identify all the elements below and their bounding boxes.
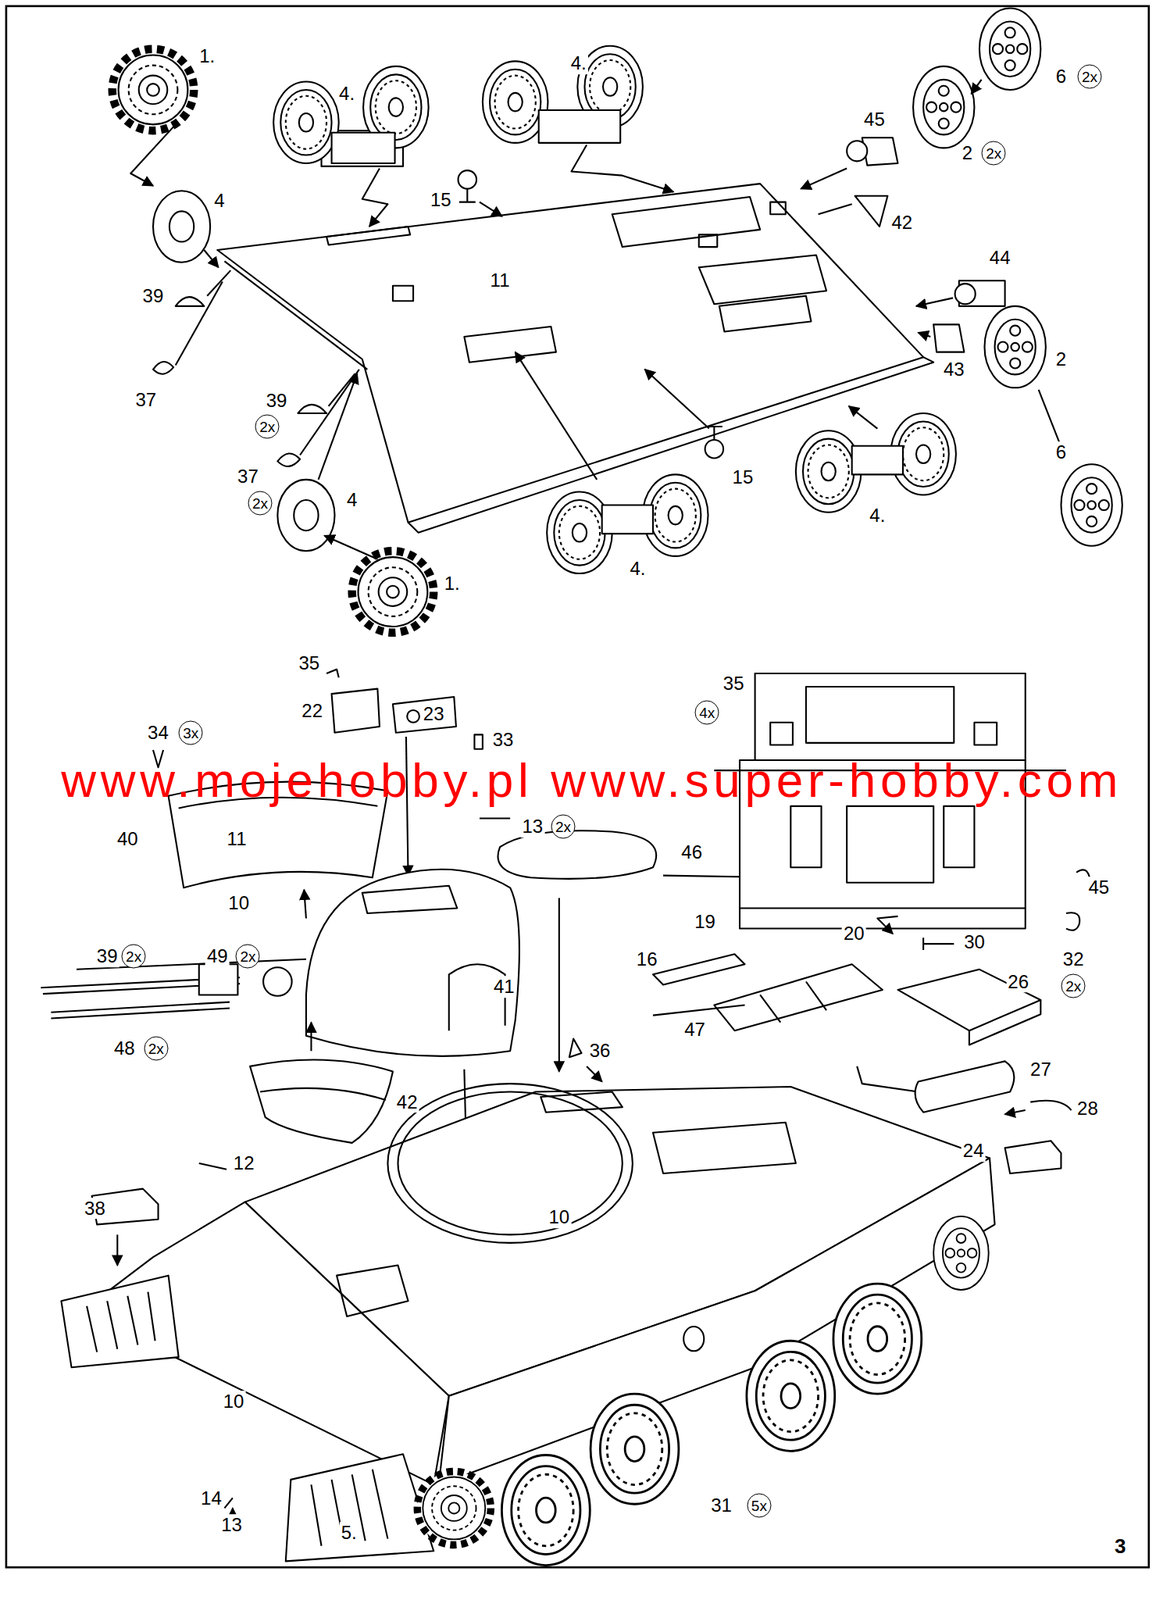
quantity-circle: 2x: [551, 814, 576, 839]
callout-number: 45: [1086, 877, 1111, 900]
callout-number: 30: [962, 931, 987, 953]
callout-number: 36: [588, 1040, 613, 1063]
callout-number: 39: [141, 285, 166, 307]
quantity-text: 2x: [1081, 68, 1098, 84]
quantity-text: 4x: [699, 704, 715, 720]
callout-number: 45: [862, 108, 887, 131]
callout-number: 22: [299, 700, 325, 723]
callout-number: 35: [296, 652, 322, 675]
callout-number: 44: [988, 247, 1013, 270]
callout-number: 39: [264, 390, 289, 413]
callout-number: 4.: [867, 504, 887, 527]
callout-number: 11: [488, 269, 512, 292]
watermark: www.mojehobby.pl www.super-hobby.com: [60, 752, 1123, 809]
callout-number: 16: [635, 948, 660, 971]
quantity-text: 5x: [751, 1497, 768, 1513]
callout-number: 26: [1006, 970, 1031, 993]
callout-number: 1.: [442, 572, 462, 595]
callout-number: 12: [231, 1152, 257, 1174]
callout-number: 4.: [569, 52, 589, 75]
callout-number: 28: [1075, 1097, 1100, 1120]
callout-number: 10: [221, 1390, 247, 1413]
callout-number: 15: [428, 189, 454, 211]
callout-number: 20: [842, 922, 867, 945]
quantity-circle: 2x: [143, 1035, 168, 1060]
lower-hull-drawing: [112, 7, 1123, 632]
quantity-circle: 2x: [121, 943, 147, 968]
callout-number: 27: [1028, 1058, 1053, 1081]
callout-number: 15: [731, 467, 756, 489]
callout-number: 31: [709, 1494, 734, 1517]
callout-number: 23: [421, 703, 446, 726]
callout-number: 11: [225, 827, 249, 850]
quantity-text: 2x: [555, 819, 571, 835]
quantity-text: 2x: [239, 948, 256, 964]
quantity-text: 2x: [985, 145, 1002, 161]
callout-number: 34: [146, 721, 171, 744]
quantity-circle: 2x: [1077, 64, 1103, 89]
callout-number: 48: [112, 1037, 137, 1060]
quantity-circle: 2x: [235, 943, 261, 968]
callout-number: 37: [133, 388, 158, 411]
callout-number: 13: [219, 1513, 244, 1536]
quantity-circle: 2x: [1061, 973, 1086, 998]
quantity-text: 2x: [148, 1040, 165, 1056]
callout-number: 1.: [197, 45, 217, 68]
callout-number: 24: [961, 1140, 986, 1163]
quantity-circle: 2x: [981, 140, 1007, 165]
callout-number: 46: [679, 841, 704, 864]
callout-number: 6: [1054, 441, 1068, 464]
callout-number: 32: [1061, 948, 1086, 971]
callout-number: 5.: [339, 1521, 359, 1544]
callout-number: 4.: [337, 82, 357, 105]
callout-number: 42: [889, 211, 914, 234]
quantity-text: 2x: [252, 495, 268, 511]
callout-number: 42: [395, 1091, 420, 1114]
quantity-circle: 3x: [178, 720, 204, 745]
callout-number: 14: [199, 1487, 224, 1510]
callout-number: 40: [115, 827, 140, 850]
quantity-text: 3x: [182, 724, 199, 740]
callout-number: 4: [212, 190, 226, 213]
callout-number: 10: [226, 891, 251, 914]
callout-number: 33: [491, 728, 516, 751]
callout-number: 38: [82, 1197, 108, 1220]
callout-number: 13: [520, 815, 546, 838]
callout-number: 6: [1054, 65, 1068, 88]
callout-number: 49: [205, 945, 230, 967]
callout-number: 47: [682, 1018, 707, 1041]
quantity-text: 2x: [125, 948, 142, 964]
quantity-text: 2x: [259, 419, 275, 435]
callout-number: 10: [546, 1206, 571, 1229]
upper-hull-drawing: [60, 1083, 995, 1565]
quantity-circle: 2x: [248, 490, 273, 515]
callout-number: 39: [95, 945, 120, 967]
quantity-circle: 5x: [746, 1492, 771, 1517]
page-number: 3: [1113, 1534, 1128, 1559]
callout-number: 35: [721, 672, 746, 695]
callout-number: 4.: [627, 557, 647, 580]
callout-number: 41: [492, 975, 517, 998]
callout-number: 37: [235, 465, 261, 488]
callout-number: 4: [345, 488, 359, 511]
callout-number: 19: [692, 910, 718, 933]
quantity-text: 2x: [1065, 977, 1082, 993]
callout-number: 43: [941, 358, 967, 381]
quantity-circle: 2x: [255, 414, 280, 439]
callout-number: 2: [1054, 348, 1068, 371]
callout-number: 2: [960, 142, 975, 165]
page-frame: [6, 6, 1149, 1567]
quantity-circle: 4x: [695, 699, 720, 725]
